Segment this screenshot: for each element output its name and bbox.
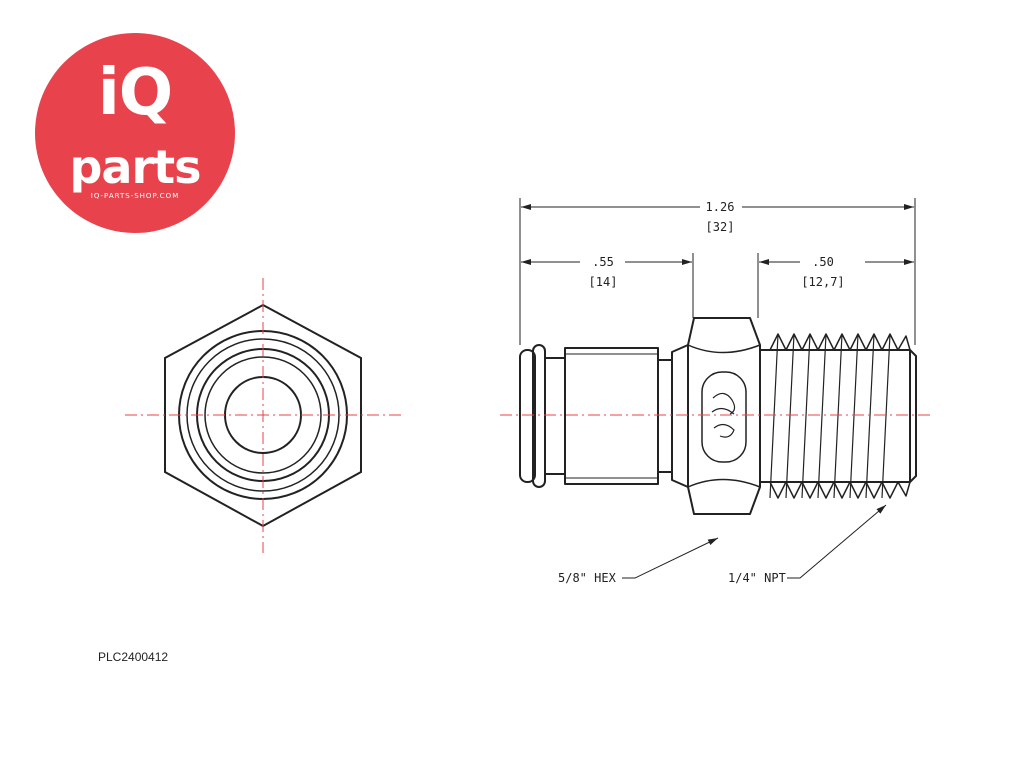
hex-callout: 5/8" HEX <box>558 571 617 585</box>
logo-brand-text: iQ <box>97 56 173 130</box>
dimension-lines <box>519 198 916 345</box>
npt-callout: 1/4" NPT <box>728 571 786 585</box>
socket-length-inch: .55 <box>592 255 614 269</box>
part-number: PLC2400412 <box>98 650 169 664</box>
thread-length-inch: .50 <box>812 255 834 269</box>
end-centerlines <box>125 278 402 553</box>
thread-teeth-bottom <box>769 481 911 499</box>
logo-url-text: IQ-PARTS-SHOP.COM <box>90 192 180 200</box>
logo-mark <box>711 392 736 438</box>
socket-length-mm: [14] <box>589 275 618 289</box>
thread-body <box>759 349 911 483</box>
socket-ridge <box>519 349 536 483</box>
side-view <box>500 317 930 515</box>
hex-body <box>671 344 689 488</box>
iq-parts-logo: iQ parts IQ-PARTS-SHOP.COM <box>35 33 235 233</box>
thread-length-mm: [12,7] <box>801 275 844 289</box>
overall-length-inch: 1.26 <box>706 200 735 214</box>
end-view <box>125 278 402 553</box>
overall-length-mm: [32] <box>706 220 735 234</box>
socket-body <box>564 347 659 485</box>
callout-leaders <box>622 504 887 579</box>
logo-word-text: parts <box>69 140 201 194</box>
